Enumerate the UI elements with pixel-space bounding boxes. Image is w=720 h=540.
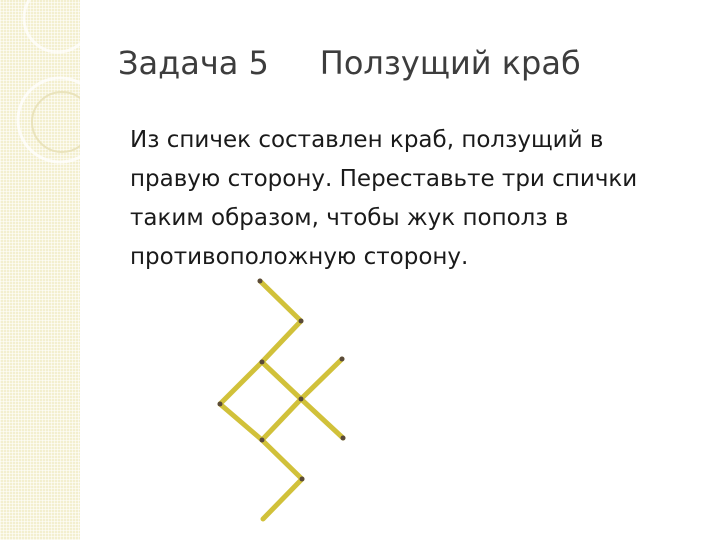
match-head — [259, 437, 265, 443]
matchstick — [298, 356, 345, 402]
matchstick — [298, 396, 346, 441]
matchstick — [217, 401, 265, 443]
matchstick — [257, 278, 304, 324]
decorative-circles — [16, 0, 80, 164]
match-head — [299, 476, 305, 482]
match-head — [298, 396, 304, 402]
matchstick — [259, 437, 305, 482]
slide-title: Задача 5 Ползущий краб — [118, 44, 581, 82]
match-head — [259, 359, 265, 365]
match-head — [298, 318, 304, 324]
matchstick — [217, 359, 265, 407]
match-head — [217, 401, 223, 407]
matchstick — [259, 318, 304, 365]
match-head — [340, 435, 346, 441]
match-head — [339, 356, 345, 362]
matchstick — [260, 476, 305, 522]
match-head — [257, 278, 263, 284]
matchstick — [259, 396, 304, 443]
slide-body-text: Из спичек составлен краб, ползущий в пра… — [130, 127, 638, 270]
matchstick — [259, 359, 304, 402]
decorative-side-strip — [0, 0, 80, 540]
